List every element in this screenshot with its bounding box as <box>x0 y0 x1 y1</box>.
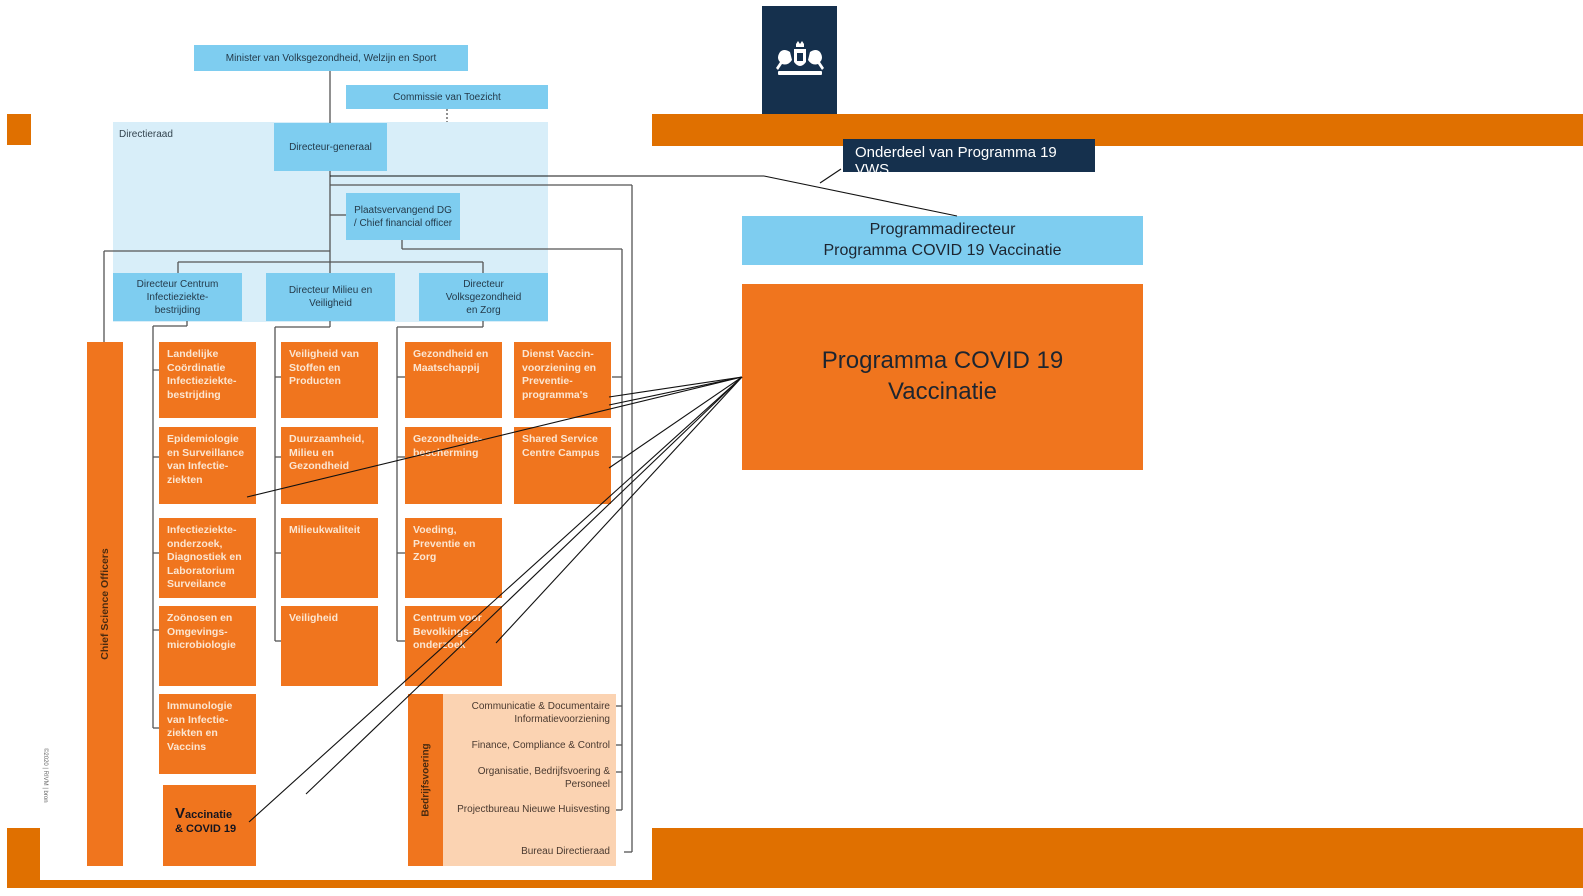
vaccinatie-line2: & COVID 19 <box>175 823 237 835</box>
director-cib-box: Directeur Centrum Infectieziekte-bestrij… <box>113 273 242 321</box>
unit-box: Dienst Vaccin-voorziening en Preventie-p… <box>514 342 611 418</box>
director-vz-box: Directeur Volksgezondheid en Zorg <box>419 273 548 321</box>
unit-box: Gezondheid en Maatschappij <box>405 342 502 418</box>
bedrijfsvoering-item: Finance, Compliance & Control <box>471 740 610 751</box>
bedrijfsvoering-item: Bureau Directieraad <box>521 846 610 857</box>
unit-box: Centrum voor Bevolkings-onderzoek <box>405 606 502 686</box>
unit-box: Veiligheid <box>281 606 378 686</box>
bedrijfsvoering-item: Communicatie & Documentaire Informatievo… <box>471 701 610 725</box>
orange-band-top-left <box>7 114 31 145</box>
unit-box: Veiligheid van Stoffen en Producten <box>281 342 378 418</box>
vaccinatie-rest: accinatie <box>185 809 233 821</box>
orange-band-bottom-right <box>650 828 1583 888</box>
programma-line2: Vaccinatie <box>888 378 997 405</box>
unit-box: Duurzaamheid, Milieu en Gezondheid <box>281 427 378 504</box>
vaccinatie-covid-box: Vaccinatie & COVID 19 <box>163 785 256 866</box>
cso-bar: Chief Science Officers <box>87 342 123 866</box>
unit-box: Epidemiologie en Surveillance van Infect… <box>159 427 256 504</box>
unit-box: Milieukwaliteit <box>281 518 378 598</box>
programmadirecteur-line1: Programmadirecteur <box>869 221 1016 238</box>
programma-line1: Programma COVID 19 <box>821 347 1064 374</box>
dg-box: Directeur-generaal <box>274 123 387 171</box>
unit-box: Voeding, Preventie en Zorg <box>405 518 502 598</box>
rijksoverheid-crest-icon <box>775 41 824 75</box>
cso-label: Chief Science Officers <box>99 548 111 660</box>
onderdeel-label: Onderdeel van Programma 19 VWS <box>843 139 1095 172</box>
programmadirecteur-box: Programmadirecteur Programma COVID 19 Va… <box>742 216 1143 265</box>
plv-dg-box: Plaatsvervangend DG / Chief financial of… <box>346 193 460 240</box>
unit-box: Gezondheids-bescherming <box>405 427 502 504</box>
unit-box: Zoönosen en Omgevings-microbiologie <box>159 606 256 686</box>
programma-covid-box: Programma COVID 19 Vaccinatie <box>742 284 1143 470</box>
onderdeel-text: Onderdeel van Programma 19 VWS <box>855 144 1057 172</box>
vaccinatie-initial: V <box>175 805 186 822</box>
bedrijfsvoering-bar: Bedrijfsvoering <box>408 694 443 866</box>
directieraad-label: Directieraad <box>119 129 173 140</box>
commissie-box: Commissie van Toezicht <box>346 85 548 109</box>
programmadirecteur-line2: Programma COVID 19 Vaccinatie <box>823 242 1062 259</box>
side-note: ©2020 | RIVM | bron <box>42 748 48 803</box>
minister-box: Minister van Volksgezondheid, Welzijn en… <box>194 45 468 71</box>
orange-band-top-right <box>650 114 1583 146</box>
bedrijfsvoering-item: Projectbureau Nieuwe Huisvesting <box>457 804 610 815</box>
rijksoverheid-logo <box>762 6 837 114</box>
director-mv-box: Directeur Milieu en Veiligheid <box>266 273 395 321</box>
unit-box: Shared Service Centre Campus <box>514 427 611 504</box>
bedrijfsvoering-item: Organisatie, Bedrijfsvoering & Personeel <box>477 766 610 790</box>
unit-box: Landelijke Coördinatie Infectieziekte-be… <box>159 342 256 418</box>
unit-box: Infectieziekte-onderzoek, Diagnostiek en… <box>159 518 256 598</box>
bedrijfsvoering-label: Bedrijfsvoering <box>420 743 431 817</box>
unit-box: Immunologie van Infectie-ziekten en Vacc… <box>159 694 256 774</box>
